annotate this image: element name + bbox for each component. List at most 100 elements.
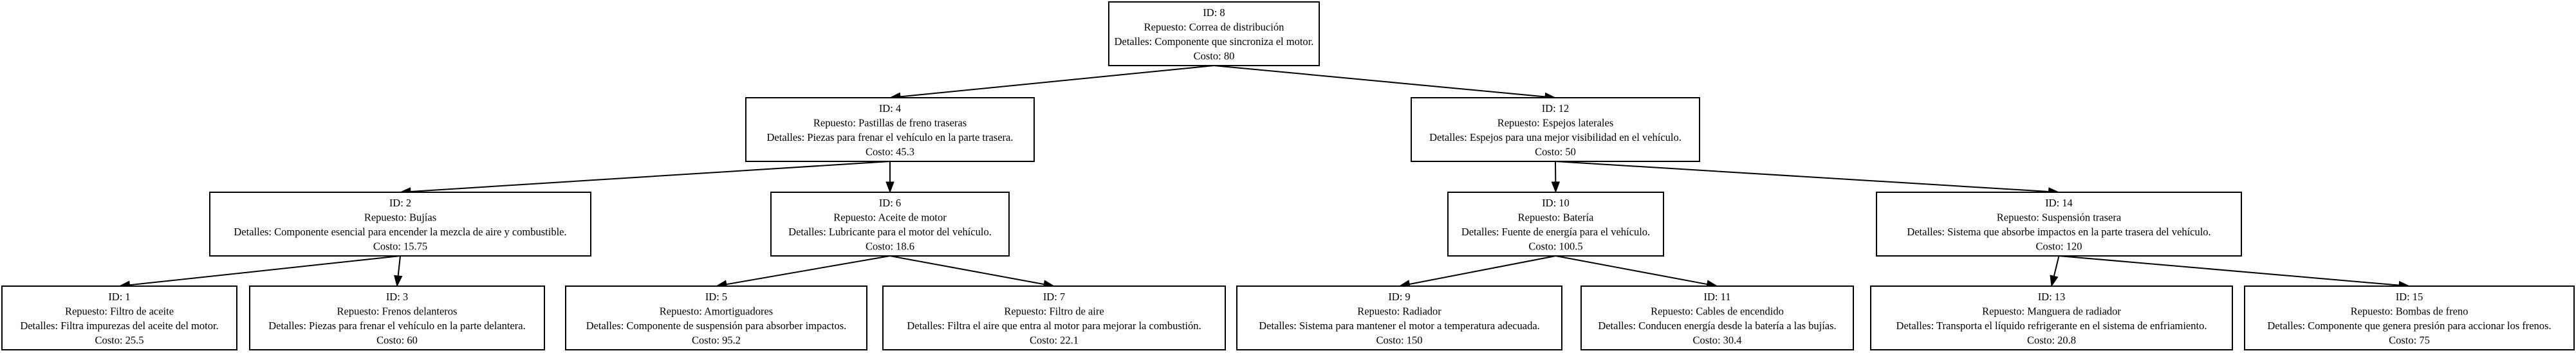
node-details-text: Detalles: Transporta el líquido refriger… (1896, 320, 2207, 332)
edge-line (900, 65, 1214, 98)
edge-line (2059, 255, 2400, 286)
node-details-text: Detalles: Filtra impurezas del aceite de… (20, 320, 218, 332)
edge-line (410, 161, 891, 192)
node-id-text: ID: 14 (2045, 197, 2073, 209)
node-cost-text: Costo: 15.75 (373, 240, 427, 253)
node-part-text: Repuesto: Suspensión trasera (1997, 212, 2122, 224)
node-cost-text: Costo: 80 (1194, 50, 1235, 62)
node-box (209, 192, 591, 257)
node-part-text: Repuesto: Radiador (1357, 305, 1441, 318)
node-details-text: Detalles: Componente esencial para encen… (234, 226, 566, 238)
node-id-text: ID: 11 (1703, 291, 1730, 303)
node-id-text: ID: 5 (705, 291, 727, 303)
node-cost-text: Costo: 60 (376, 334, 418, 347)
node-cost-text: Costo: 100.5 (1528, 240, 1582, 253)
edge-line (1214, 65, 1546, 98)
node-box (1580, 285, 1854, 350)
node-part-text: Repuesto: Manguera de radiador (1982, 305, 2121, 318)
node-box (745, 97, 1035, 162)
node-box (1, 285, 237, 350)
arrowhead-icon (2050, 275, 2059, 287)
node-details-text: Detalles: Conducen energía desde la bate… (1598, 320, 1836, 332)
node-part-text: Repuesto: Amortiguadores (660, 305, 773, 318)
node-box (770, 192, 1010, 257)
tree-edge-2-1 (118, 255, 401, 289)
node-details-text: Detalles: Sistema para mantener el motor… (1259, 320, 1540, 332)
node-cost-text: Costo: 50 (1535, 146, 1576, 158)
node-id-text: ID: 1 (108, 291, 130, 303)
tree-edge-14-15 (2059, 255, 2411, 290)
tree-edge-12-14 (1555, 161, 2060, 196)
tree-node-1: ID: 1 Repuesto: Filtro de aceiteDetalles:… (1, 285, 237, 350)
tree-edge-12-10 (1551, 161, 1561, 194)
node-part-text: Repuesto: Espejos laterales (1497, 117, 1614, 129)
node-part-text: Repuesto: Filtro de aire (1004, 305, 1104, 318)
node-details-text: Detalles: Piezas para frenar el vehículo… (268, 320, 525, 332)
tree-edge-10-9 (1398, 255, 1556, 289)
tree-edge-8-4 (889, 65, 1214, 102)
node-part-text: Repuesto: Filtro de aceite (65, 305, 174, 318)
edge-line (1555, 161, 2049, 193)
tree-edge-8-12 (1214, 65, 1557, 102)
node-details-text: Detalles: Componente que genera presión … (2267, 320, 2551, 332)
node-id-text: ID: 9 (1388, 291, 1410, 303)
node-part-text: Repuesto: Bujías (364, 212, 436, 224)
node-id-text: ID: 15 (2396, 291, 2423, 303)
tree-edges (118, 65, 2411, 290)
node-part-text: Repuesto: Batería (1518, 212, 1594, 224)
arrowhead-icon (1551, 181, 1561, 194)
node-box (2244, 285, 2575, 350)
node-part-text: Repuesto: Bombas de freno (2351, 305, 2469, 318)
tree-edge-4-6 (885, 161, 894, 194)
node-part-text: Repuesto: Aceite de motor (833, 212, 947, 224)
node-part-text: Repuesto: Correa de distribución (1144, 21, 1284, 33)
edge-line (889, 255, 1044, 285)
node-box (882, 285, 1226, 350)
node-details-text: Detalles: Componente que sincroniza el m… (1115, 35, 1314, 48)
node-cost-text: Costo: 75 (2389, 334, 2430, 347)
node-id-text: ID: 13 (2038, 291, 2066, 303)
tree-node-11: ID: 11 Repuesto: Cables de encendidoDetal… (1580, 285, 1854, 350)
edge-line (397, 255, 401, 276)
node-cost-text: Costo: 150 (1376, 334, 1423, 347)
node-details-text: Detalles: Filtra el aire que entra al mo… (907, 320, 1201, 332)
node-details-text: Detalles: Componente de suspensión para … (586, 320, 847, 332)
tree-edge-6-5 (715, 255, 891, 289)
node-box (565, 285, 867, 350)
node-details-text: Detalles: Fuente de energía para el vehí… (1461, 226, 1650, 238)
node-id-text: ID: 4 (879, 102, 901, 114)
node-box (249, 285, 545, 350)
node-cost-text: Costo: 45.3 (866, 146, 914, 158)
tree-edge-2-3 (394, 255, 403, 287)
tree-node-13: ID: 13 Repuesto: Manguera de radiadorDeta… (1870, 285, 2233, 350)
node-cost-text: Costo: 120 (2036, 240, 2082, 253)
node-cost-text: Costo: 20.8 (2027, 334, 2076, 347)
edge-line (726, 255, 891, 285)
edge-line (1555, 255, 1707, 285)
arrowhead-icon (394, 275, 403, 287)
node-part-text: Repuesto: Cables de encendido (1651, 305, 1784, 318)
node-cost-text: Costo: 18.6 (866, 240, 914, 253)
node-details-text: Detalles: Lubricante para el motor del v… (788, 226, 992, 238)
node-cost-text: Costo: 25.5 (95, 334, 144, 347)
node-box (1876, 192, 2242, 257)
tree-edge-14-13 (2050, 255, 2060, 287)
node-part-text: Repuesto: Pastillas de freno traseras (813, 117, 967, 129)
node-part-text: Repuesto: Frenos delanteros (337, 305, 458, 318)
edge-line (1409, 255, 1556, 285)
node-cost-text: Costo: 30.4 (1692, 334, 1741, 347)
node-id-text: ID: 3 (386, 291, 408, 303)
tree-node-3: ID: 3 Repuesto: Frenos delanterosDetalles… (249, 285, 545, 350)
node-box (1108, 1, 1320, 66)
tree-node-4: ID: 4 Repuesto: Pastillas de freno traser… (745, 97, 1035, 162)
node-id-text: ID: 7 (1043, 291, 1065, 303)
tree-node-15: ID: 15 Repuesto: Bombas de frenoDetalles:… (2244, 285, 2575, 350)
node-box (1411, 97, 1700, 162)
